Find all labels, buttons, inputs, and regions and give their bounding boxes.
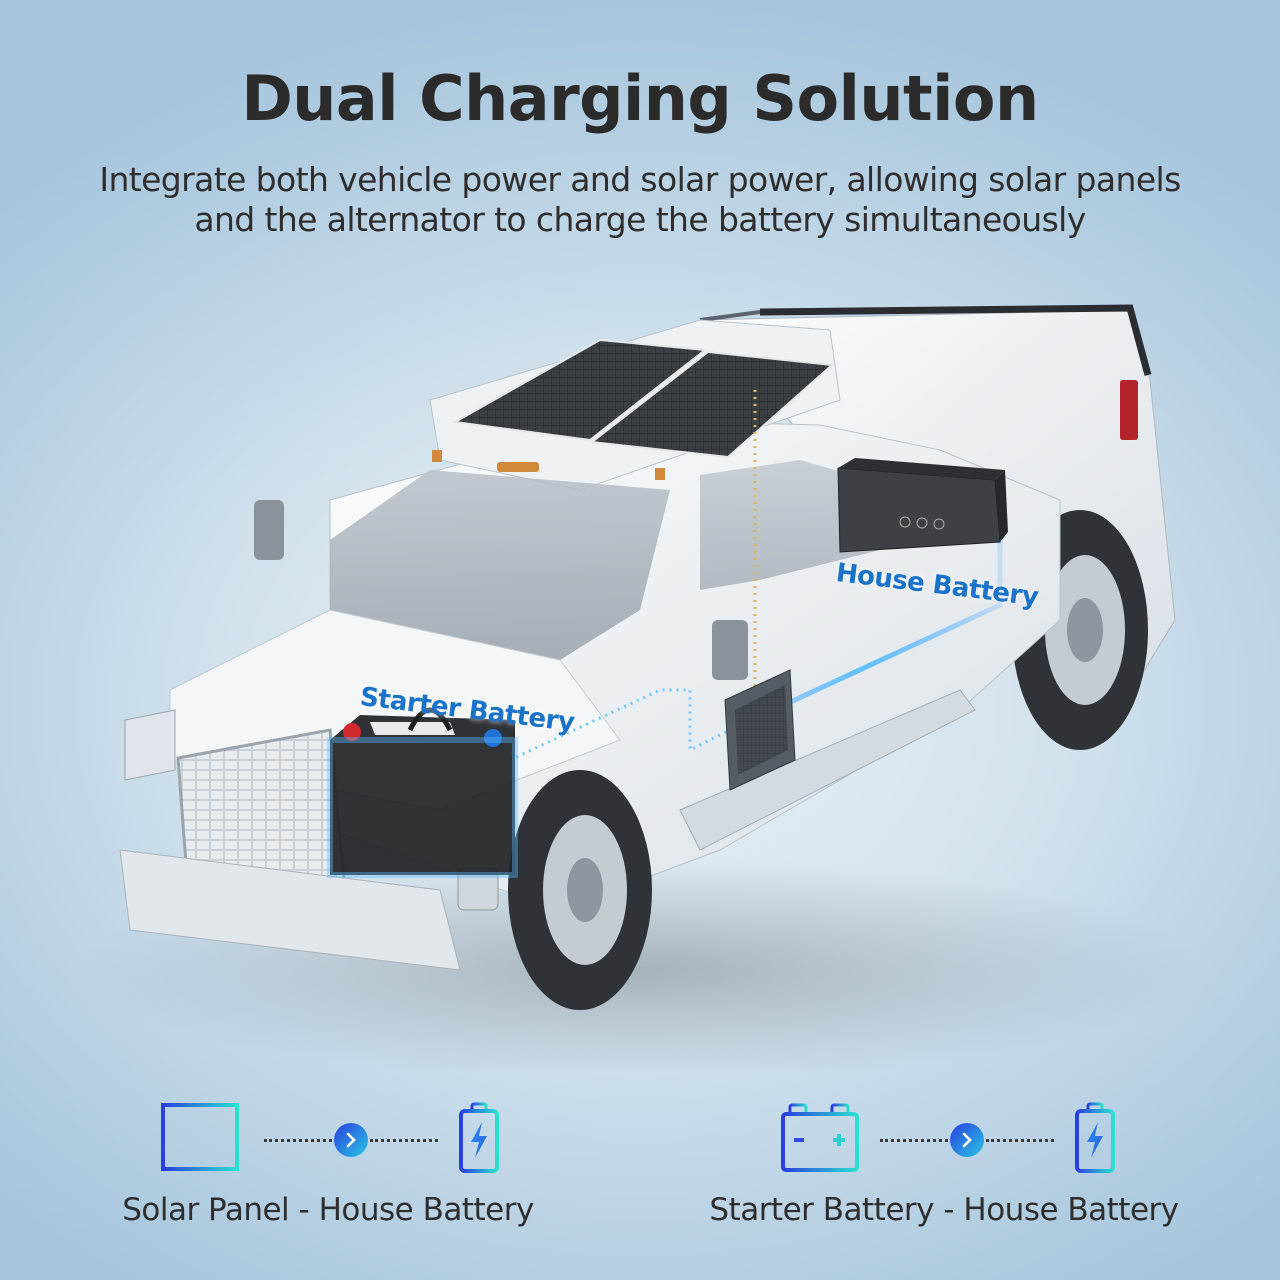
flow-label-solar-to-house: Solar Panel - House Battery bbox=[122, 1192, 534, 1228]
solar-panel-icon bbox=[160, 1102, 240, 1179]
starter-battery bbox=[327, 707, 518, 878]
house-battery bbox=[837, 458, 1008, 553]
subtitle-line-2: and the alternator to charge the battery… bbox=[194, 200, 1086, 239]
flow-solar-to-house bbox=[160, 1100, 500, 1180]
dotted-connector bbox=[370, 1138, 438, 1142]
page-title: Dual Charging Solution bbox=[241, 62, 1039, 135]
chevron-right-icon bbox=[950, 1123, 984, 1157]
dotted-connector bbox=[986, 1138, 1054, 1142]
flow-label-starter-to-house: Starter Battery - House Battery bbox=[709, 1192, 1179, 1228]
subtitle-line-1: Integrate both vehicle power and solar p… bbox=[99, 160, 1181, 199]
truck-illustration: Starter Battery House Battery bbox=[0, 290, 1280, 1080]
car-battery-icon bbox=[780, 1102, 860, 1179]
page-subtitle: Integrate both vehicle power and solar p… bbox=[20, 160, 1260, 240]
pickup-truck-graphic bbox=[80, 304, 1200, 1080]
charging-battery-icon bbox=[458, 1102, 500, 1179]
solar-panels bbox=[451, 338, 835, 459]
dc-dc-charger bbox=[724, 669, 796, 791]
dotted-connector bbox=[264, 1138, 332, 1142]
charging-battery-icon bbox=[1074, 1102, 1116, 1179]
chevron-right-icon bbox=[334, 1123, 368, 1157]
dotted-connector bbox=[880, 1138, 948, 1142]
flow-starter-to-house bbox=[780, 1100, 1116, 1180]
